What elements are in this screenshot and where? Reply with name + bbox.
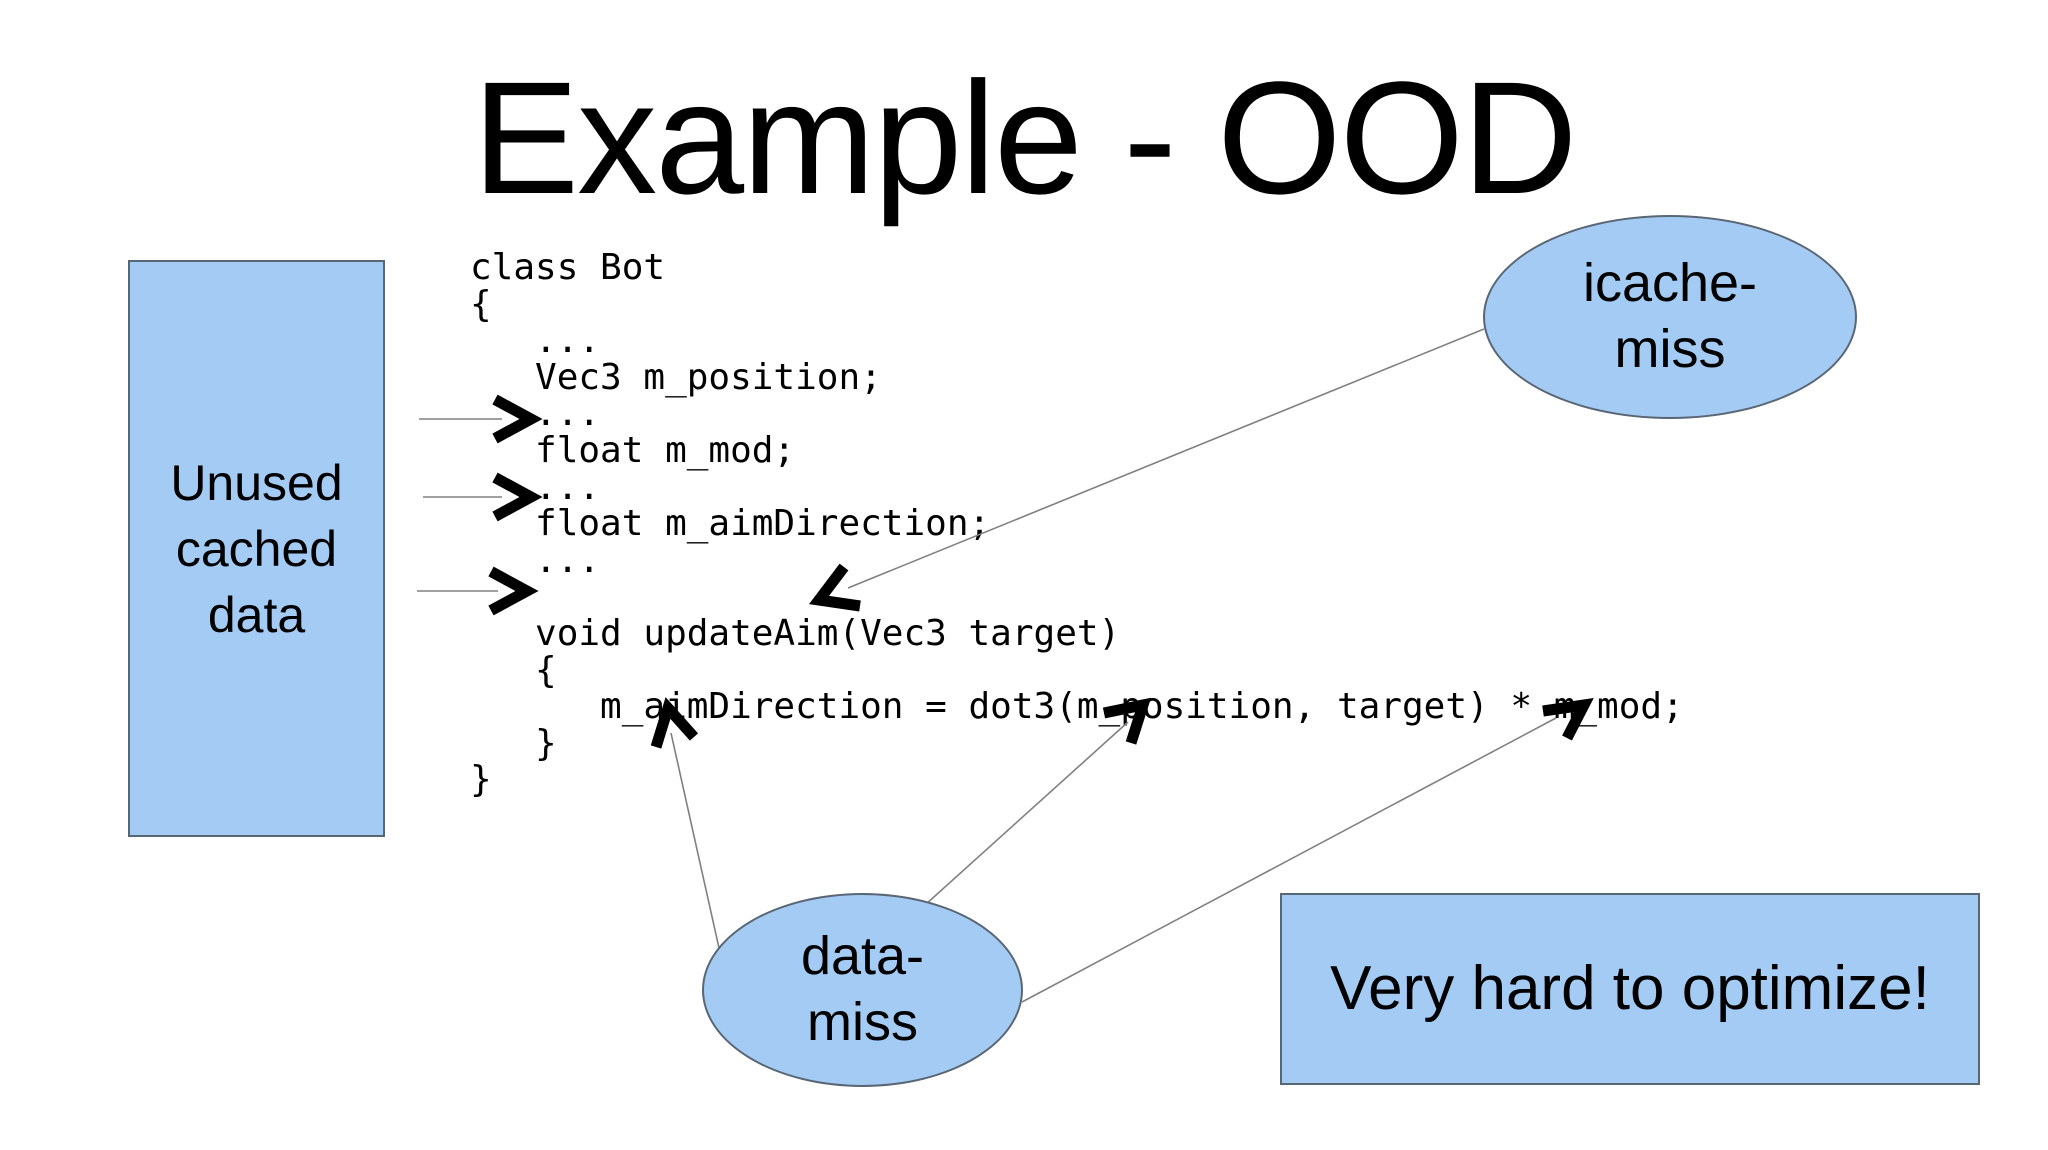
very-hard-to-optimize-label: Very hard to optimize! <box>1330 953 1930 1023</box>
data-miss-ellipse: data- miss <box>702 893 1023 1087</box>
icache-miss-label: icache- miss <box>1582 253 1758 379</box>
unused-cached-data-label: Unused cached data <box>170 454 343 643</box>
unused-cached-data-box: Unused cached data <box>128 260 385 837</box>
very-hard-to-optimize-box: Very hard to optimize! <box>1280 893 1980 1085</box>
slide-title: Example - OOD <box>472 48 1577 227</box>
data-miss-label: data- miss <box>800 926 925 1052</box>
icache-miss-ellipse: icache- miss <box>1483 215 1857 419</box>
code-block: class Bot { ... Vec3 m_position; ... flo… <box>470 247 1684 801</box>
